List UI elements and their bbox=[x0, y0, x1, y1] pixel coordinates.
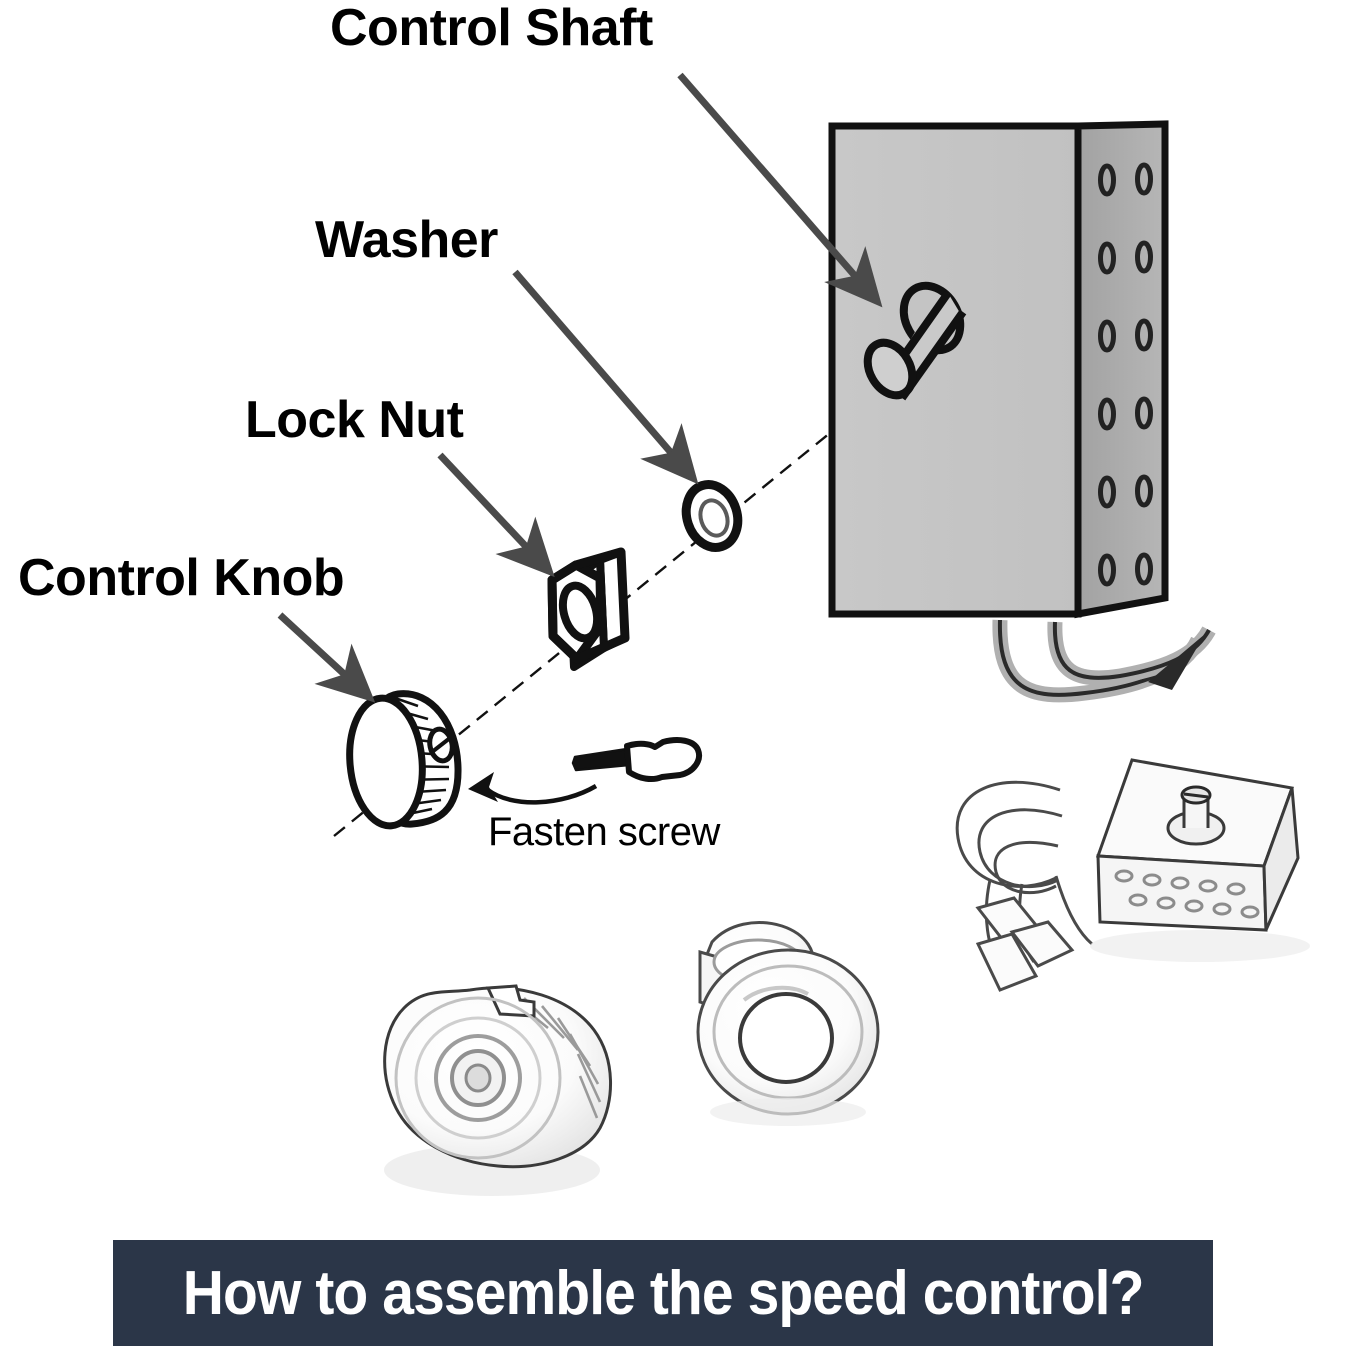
arrow-control-shaft bbox=[677, 72, 883, 308]
speed-control-enclosure bbox=[828, 120, 1169, 619]
lock-nut-washer-photo bbox=[696, 921, 880, 1126]
fasten-screw-arrow bbox=[468, 772, 598, 805]
leader-arrows bbox=[277, 72, 883, 703]
arrow-lock-nut bbox=[437, 452, 555, 578]
lock-nut-part bbox=[547, 547, 630, 671]
speed-control-photo bbox=[955, 758, 1310, 992]
label-control-shaft: Control Shaft bbox=[330, 0, 653, 57]
control-knob-part bbox=[346, 690, 462, 830]
label-washer: Washer bbox=[315, 211, 498, 269]
label-lock-nut: Lock Nut bbox=[245, 391, 464, 449]
arrow-washer bbox=[512, 269, 699, 485]
title-banner: How to assemble the speed control? bbox=[113, 1240, 1213, 1346]
control-shaft-part bbox=[863, 281, 967, 401]
vent-holes bbox=[1098, 162, 1153, 587]
arrow-control-knob bbox=[277, 612, 376, 703]
screwdriver-part bbox=[571, 737, 702, 783]
label-fasten-screw: Fasten screw bbox=[488, 810, 720, 854]
washer-part bbox=[681, 480, 743, 552]
label-control-knob: Control Knob bbox=[18, 549, 345, 607]
enclosure-wires bbox=[992, 619, 1216, 703]
control-knob-photo bbox=[383, 984, 613, 1196]
banner-title-text: How to assemble the speed control? bbox=[182, 1258, 1145, 1328]
